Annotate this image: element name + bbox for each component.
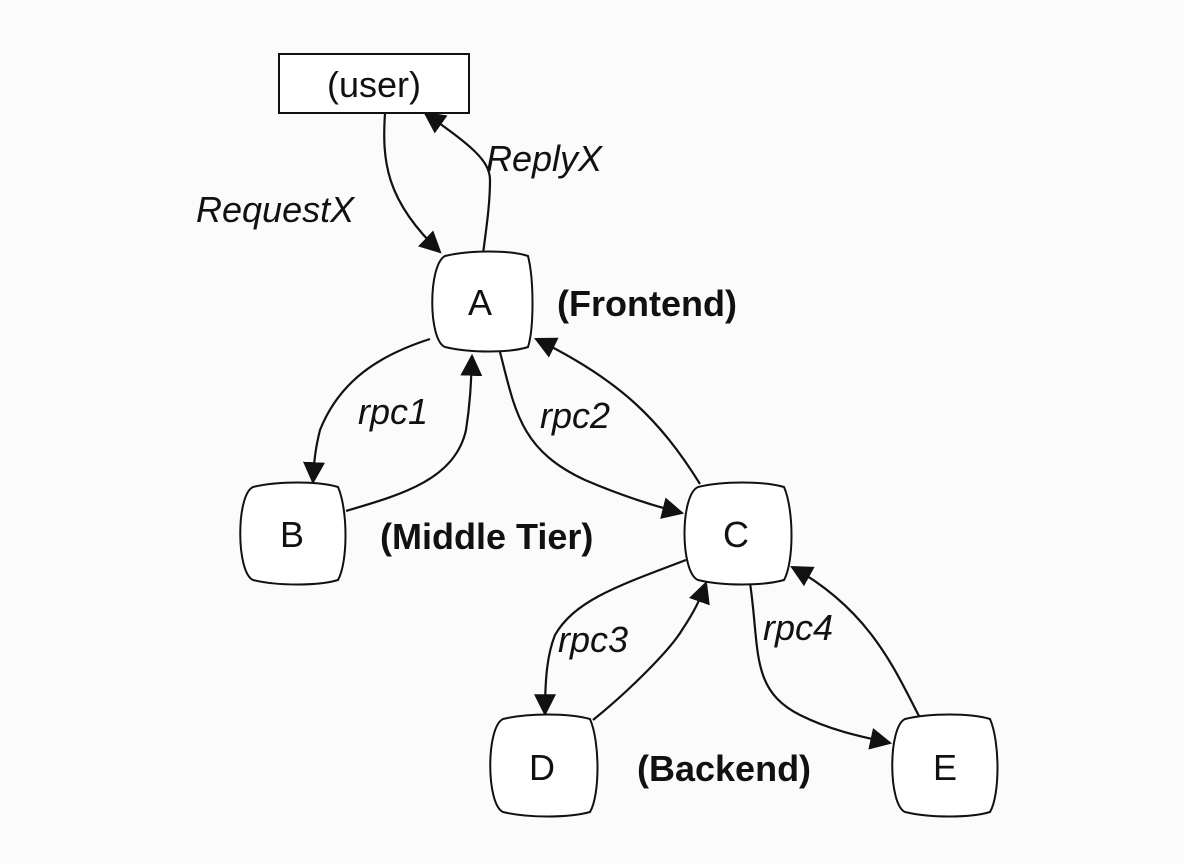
node-c: C	[683, 481, 793, 586]
rpc2-request-arrow	[498, 351, 685, 519]
rpc4-reply-arrow	[790, 565, 921, 719]
node-d: D	[489, 713, 599, 818]
node-e-label: E	[933, 747, 957, 788]
rpc1-label: rpc1	[358, 391, 428, 432]
node-b: B	[239, 481, 347, 586]
rpc2-reply-arrow	[534, 337, 701, 485]
reply-arrow	[423, 111, 492, 255]
rpc4-label: rpc4	[763, 607, 833, 648]
reply-label: ReplyX	[486, 138, 604, 179]
rpc1-reply-arrow	[345, 353, 483, 513]
rpc2-label: rpc2	[540, 395, 610, 436]
rpc3-label: rpc3	[558, 619, 628, 660]
node-c-label: C	[723, 514, 749, 555]
user-node: (user)	[278, 53, 470, 114]
frontend-tier-label: (Frontend)	[557, 283, 737, 324]
node-a-label: A	[468, 282, 492, 323]
request-arrow	[383, 112, 442, 254]
node-a: A	[431, 250, 534, 353]
request-label: RequestX	[196, 189, 356, 230]
rpc3-reply-arrow	[592, 580, 710, 721]
node-b-label: B	[280, 514, 304, 555]
node-d-label: D	[529, 747, 555, 788]
node-e: E	[891, 713, 999, 818]
rpc1-request-arrow	[303, 337, 431, 485]
rpc4-request-arrow	[748, 582, 893, 750]
rpc3-request-arrow	[534, 558, 687, 717]
user-node-label: (user)	[327, 64, 421, 105]
middle-tier-label: (Middle Tier)	[380, 516, 593, 557]
backend-tier-label: (Backend)	[637, 748, 811, 789]
